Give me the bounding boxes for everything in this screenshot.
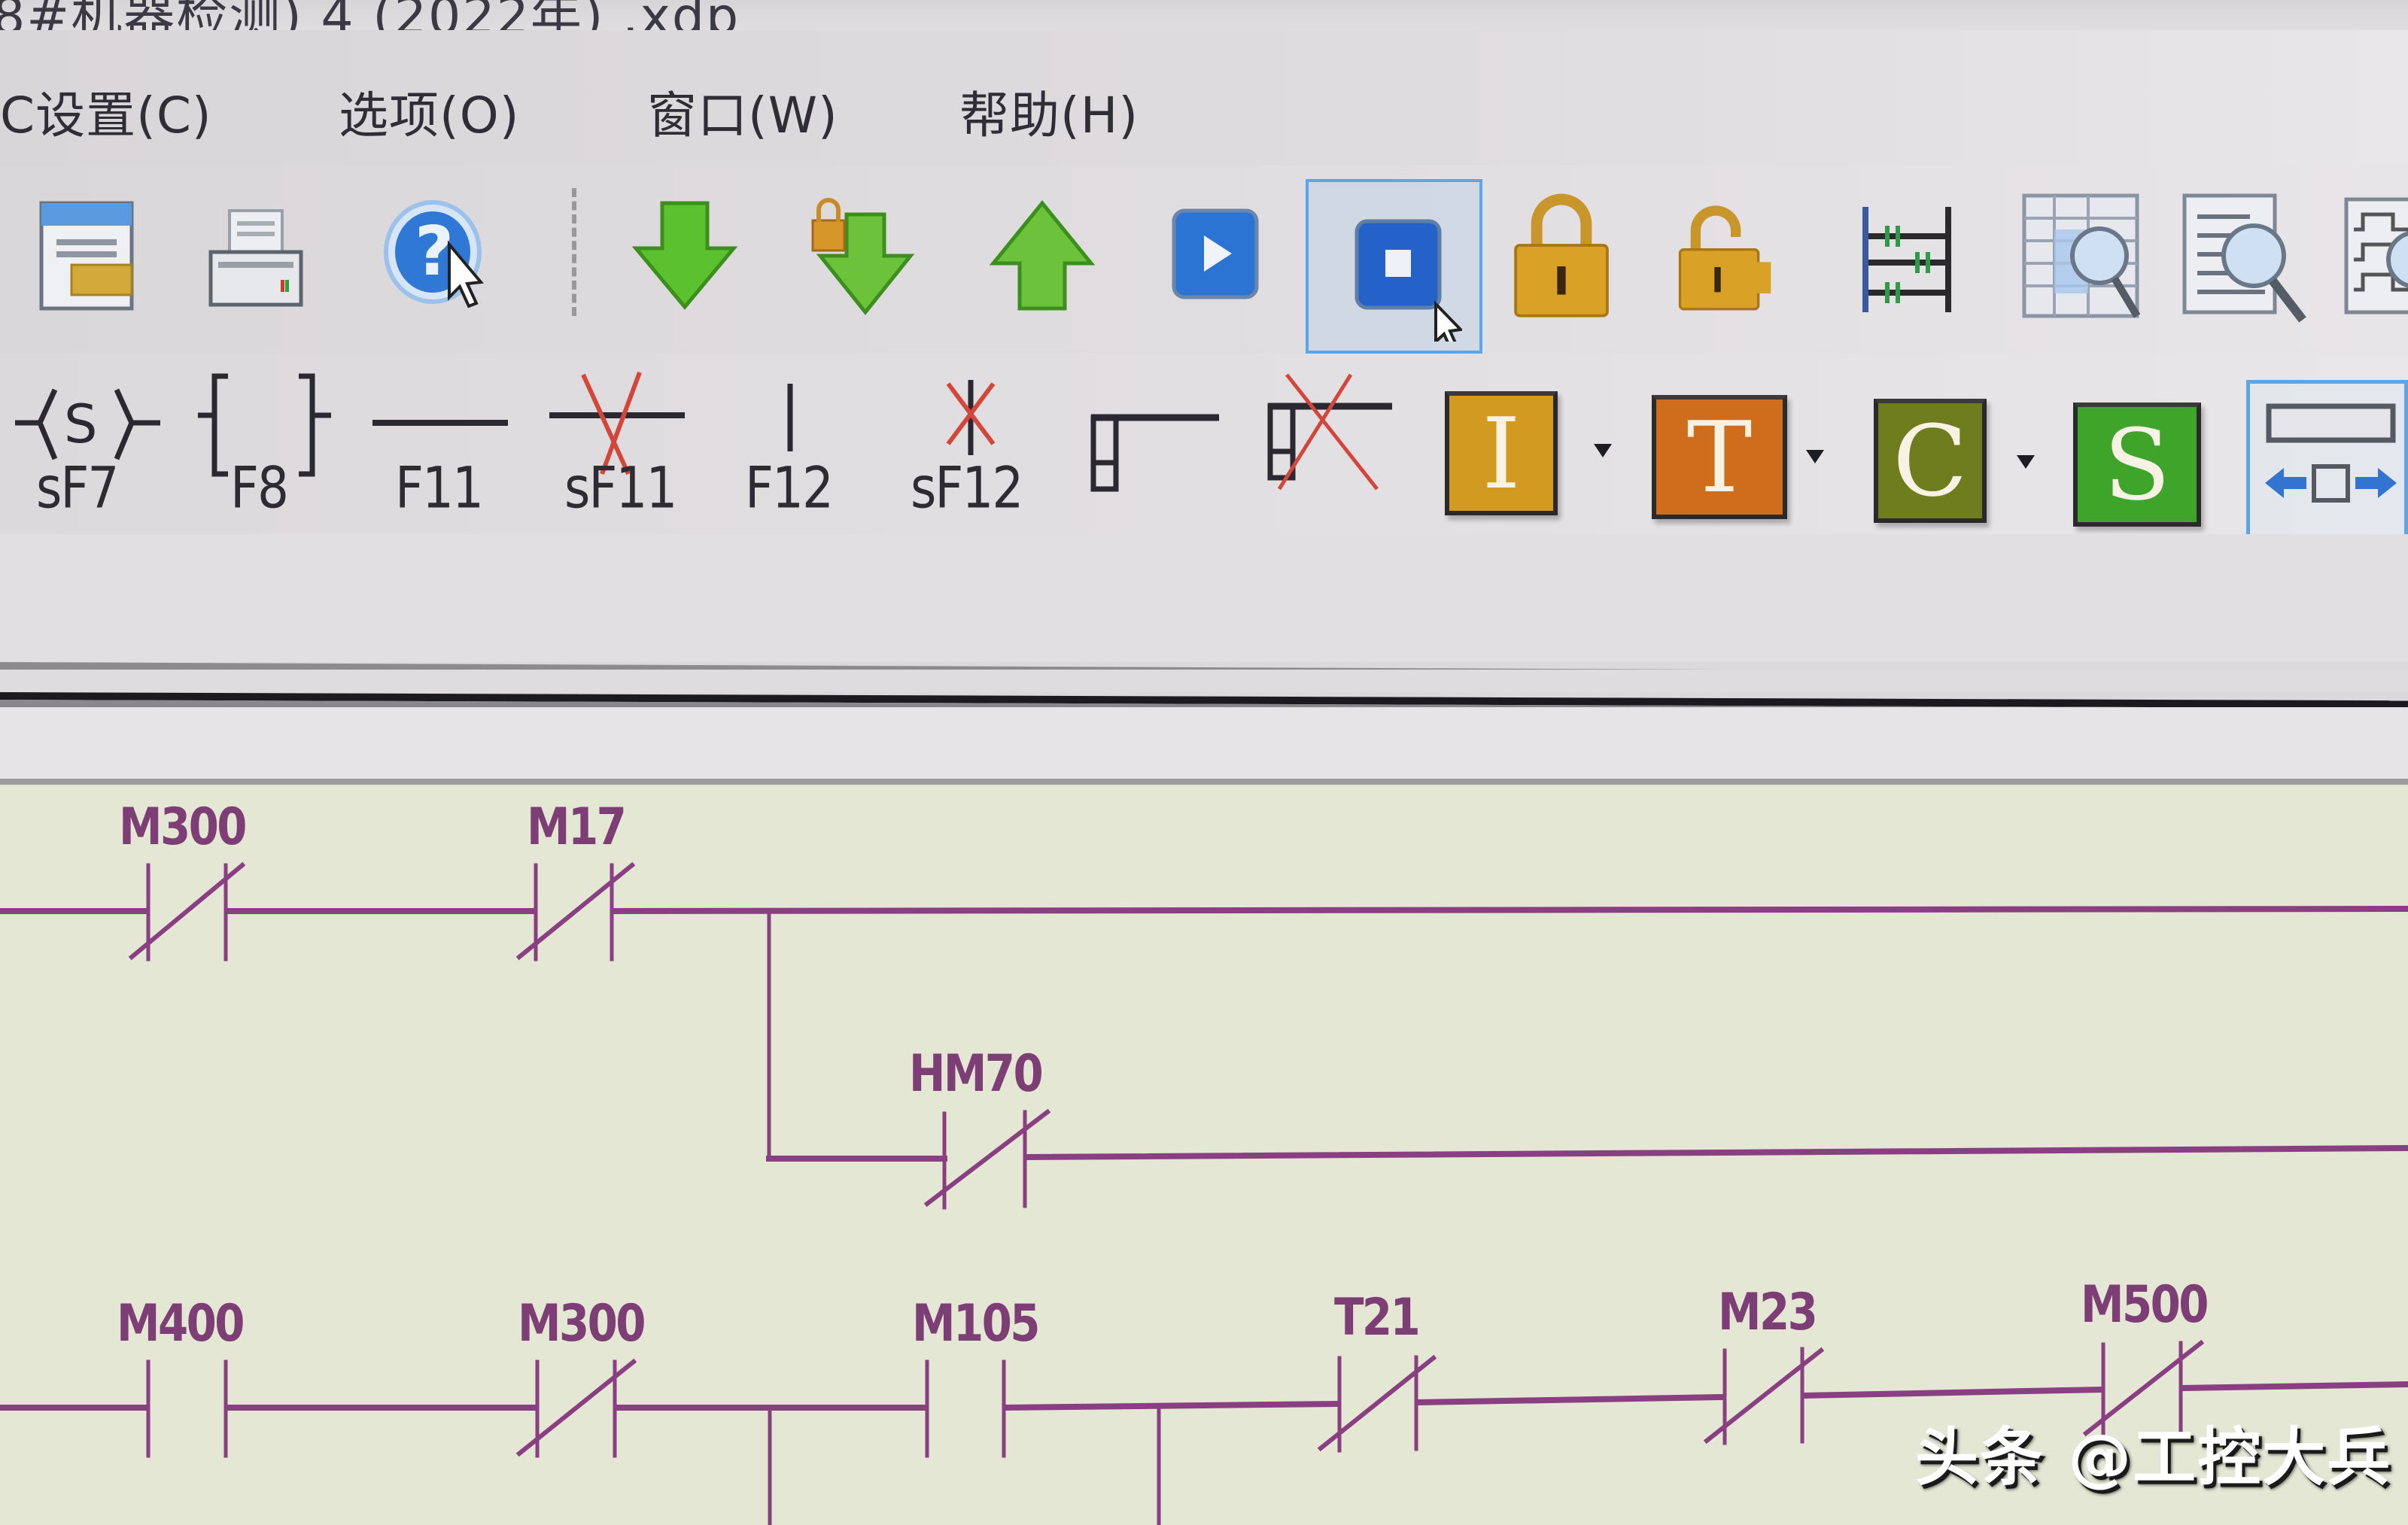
insert-branch-button[interactable] bbox=[1087, 399, 1223, 512]
upload-button[interactable] bbox=[986, 181, 1099, 331]
set-coil-button[interactable]: S bbox=[11, 369, 162, 481]
contact-label: M23 bbox=[1718, 1283, 1818, 1342]
menu-plc-settings[interactable]: C设置(C) bbox=[0, 87, 212, 144]
upload-arrow-icon bbox=[989, 200, 1096, 311]
width-adjust-icon bbox=[2265, 403, 2397, 503]
delete-branch-button[interactable] bbox=[1264, 373, 1407, 491]
ladder-icon bbox=[1862, 207, 1951, 312]
print-button[interactable] bbox=[199, 181, 312, 331]
table-search-icon bbox=[2022, 193, 2141, 318]
shortcut-label: sF11 bbox=[564, 454, 677, 521]
contact-label: HM70 bbox=[909, 1044, 1044, 1104]
contact-label: M300 bbox=[119, 797, 248, 857]
delete-vertical-line-icon bbox=[946, 380, 996, 455]
input-button[interactable]: I bbox=[1445, 391, 1558, 515]
contact-label: M17 bbox=[527, 797, 627, 857]
properties-button[interactable] bbox=[30, 181, 143, 331]
chevron-down-icon[interactable] bbox=[1806, 450, 1824, 463]
delete-horizontal-line-icon bbox=[549, 371, 685, 475]
help-button[interactable]: ? bbox=[380, 181, 493, 331]
delete-horizontal-line-button[interactable] bbox=[546, 369, 689, 481]
header-strip bbox=[0, 707, 2408, 782]
shortcut-label: sF7 bbox=[36, 454, 119, 521]
chevron-down-icon[interactable] bbox=[2017, 455, 2035, 469]
insert-branch-icon bbox=[1090, 414, 1219, 492]
unlock-button[interactable] bbox=[1671, 181, 1783, 331]
instruction-box-icon bbox=[198, 373, 331, 477]
stop-button[interactable] bbox=[1306, 179, 1482, 354]
menu-window[interactable]: 窗口(W) bbox=[647, 87, 838, 144]
shortcut-label: F12 bbox=[745, 454, 834, 521]
empty-panel bbox=[0, 534, 2408, 662]
shortcut-label: sF12 bbox=[911, 454, 1023, 521]
document-properties-icon bbox=[39, 201, 134, 311]
ladder-monitor-button[interactable] bbox=[1851, 181, 1964, 331]
watermark: 头条 @工控大兵 bbox=[1915, 1420, 2392, 1494]
download-locked-button[interactable] bbox=[805, 181, 918, 331]
contact-label: M400 bbox=[117, 1294, 245, 1353]
state-button[interactable]: S bbox=[2073, 403, 2201, 527]
delete-branch-icon bbox=[1267, 373, 1392, 491]
timer-button[interactable]: T bbox=[1652, 395, 1787, 519]
toolbar-separator bbox=[572, 188, 576, 316]
shortcut-label: F11 bbox=[395, 454, 484, 521]
horizontal-line-icon bbox=[372, 420, 508, 426]
lock-icon bbox=[1514, 193, 1609, 317]
counter-button[interactable]: C bbox=[1874, 399, 1987, 523]
divider bbox=[0, 779, 2408, 785]
menu-help[interactable]: 帮助(H) bbox=[959, 87, 1139, 144]
vertical-line-button[interactable] bbox=[745, 369, 835, 481]
block-search-icon bbox=[2344, 197, 2408, 314]
printer-icon bbox=[208, 209, 303, 307]
shortcut-label: F8 bbox=[230, 454, 289, 521]
download-button[interactable] bbox=[628, 181, 741, 331]
help-cursor-icon: ? bbox=[384, 200, 484, 308]
unlock-icon bbox=[1678, 205, 1771, 311]
stop-icon bbox=[1354, 219, 1462, 342]
find-block-button[interactable] bbox=[2340, 181, 2408, 331]
width-adjust-button[interactable] bbox=[2246, 380, 2408, 553]
download-arrow-icon bbox=[631, 201, 738, 310]
instruction-box-button[interactable] bbox=[192, 369, 335, 481]
find-document-button[interactable] bbox=[2178, 181, 2314, 331]
play-icon bbox=[1172, 208, 1259, 299]
lock-button[interactable] bbox=[1505, 181, 1618, 331]
contact-label: M105 bbox=[912, 1294, 1041, 1353]
ladder-toolbar bbox=[0, 354, 2408, 534]
empty-panel bbox=[0, 670, 2408, 692]
contact-label: T21 bbox=[1334, 1288, 1421, 1347]
contact-label: M300 bbox=[518, 1294, 646, 1353]
vertical-line-icon bbox=[787, 384, 793, 451]
svg-text:S: S bbox=[64, 393, 97, 455]
contact-label: M500 bbox=[2081, 1275, 2209, 1335]
find-table-button[interactable] bbox=[2017, 181, 2152, 331]
run-button[interactable] bbox=[1159, 181, 1272, 331]
horizontal-line-button[interactable] bbox=[369, 369, 512, 481]
chevron-down-icon[interactable] bbox=[1594, 444, 1612, 457]
locked-download-icon bbox=[811, 198, 915, 316]
menu-options[interactable]: 选项(O) bbox=[339, 87, 520, 144]
set-coil-icon: S bbox=[15, 388, 160, 460]
document-search-icon bbox=[2182, 193, 2306, 323]
delete-vertical-line-button[interactable] bbox=[926, 369, 1016, 481]
title-bar: 8#机器检测) 4 (2022年) .xdp bbox=[0, 0, 2408, 47]
svg-text:?: ? bbox=[415, 212, 454, 291]
menu-bar bbox=[0, 30, 2408, 166]
